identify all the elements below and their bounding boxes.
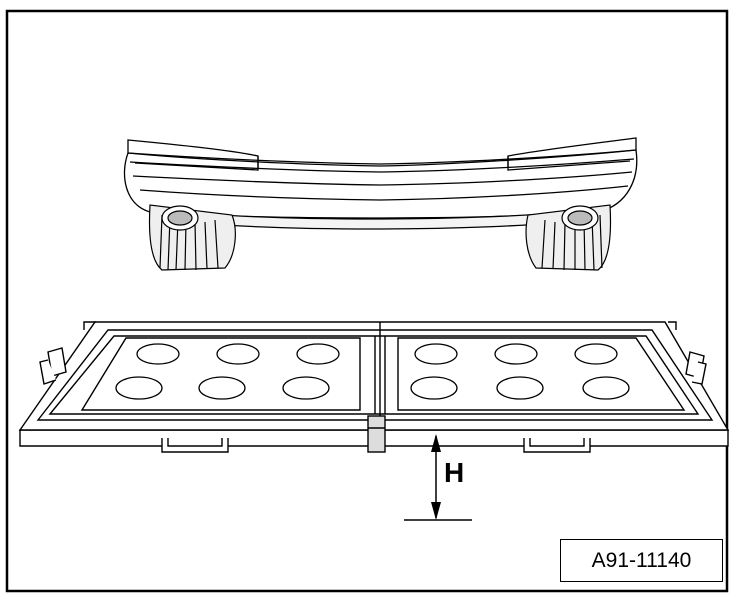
right-pad-holes [410,343,630,400]
figure-frame [5,9,729,593]
left-pad-holes [115,343,340,400]
dimension-label-h: H [444,457,465,488]
figure-reference-code: A91-11140 [560,539,723,582]
rear-bumper [123,137,638,230]
right-exhaust-wheel [525,204,612,271]
height-dimension [404,434,472,521]
left-exhaust-wheel [148,204,236,271]
